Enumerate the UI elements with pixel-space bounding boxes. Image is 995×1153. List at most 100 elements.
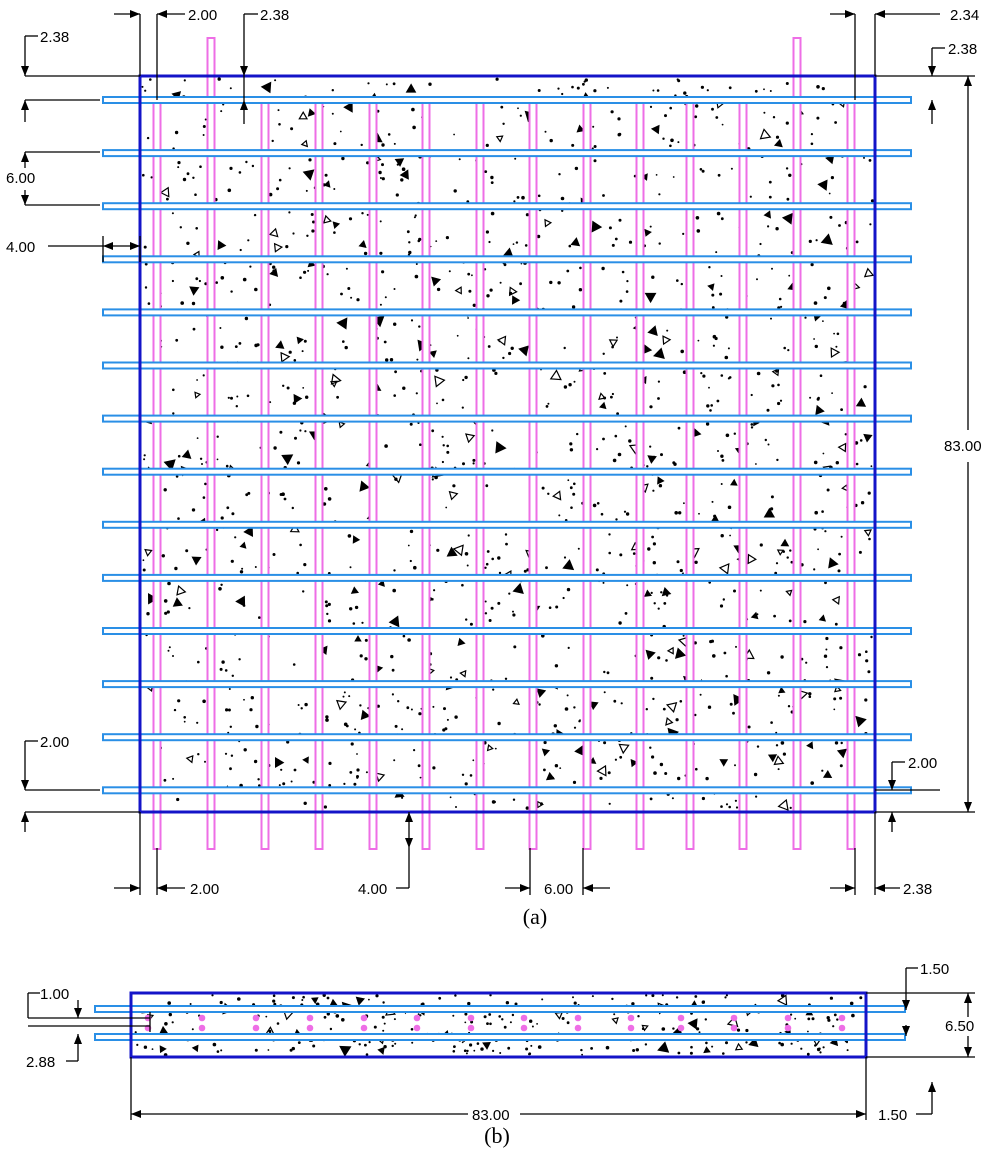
aggregate-triangle: [644, 589, 653, 597]
aggregate-dot: [825, 648, 828, 651]
aggregate-dot: [676, 78, 679, 81]
aggregate-dot: [859, 996, 863, 1000]
aggregate-dot: [408, 250, 412, 255]
aggregate-dot: [571, 85, 574, 89]
aggregate-dot: [768, 195, 772, 199]
aggregate-dot: [488, 619, 492, 622]
aggregate-dot: [811, 1017, 815, 1021]
aggregate-dot: [494, 371, 498, 375]
aggregate-dot: [736, 1028, 741, 1032]
aggregate-dot: [308, 158, 312, 162]
aggregate-dot: [498, 1015, 502, 1018]
aggregate-dot: [750, 393, 753, 397]
aggregate-dot: [363, 251, 368, 256]
aggregate-triangle: [730, 478, 738, 486]
aggregate-dot: [191, 1028, 194, 1031]
aggregate-dot: [462, 378, 465, 382]
section-bar-dot: [730, 1024, 738, 1032]
aggregate-dot: [659, 762, 664, 767]
aggregate-dot: [247, 239, 250, 242]
aggregate-dot: [220, 110, 223, 113]
aggregate-dot: [417, 239, 421, 243]
aggregate-dot: [343, 782, 346, 786]
aggregate-dot: [755, 463, 757, 465]
aggregate-dot: [381, 143, 385, 147]
aggregate-dot: [566, 694, 569, 697]
aggregate-dot: [503, 1025, 507, 1029]
aggregate-dot: [324, 173, 328, 177]
aggregate-dot: [502, 122, 505, 126]
aggregate-triangle: [778, 686, 786, 694]
aggregate-dot: [230, 754, 234, 757]
aggregate-dot: [814, 344, 818, 349]
aggregate-dot: [714, 336, 718, 341]
aggregate-dot: [469, 622, 473, 626]
section-bar-dot: [306, 1014, 314, 1022]
aggregate-dot: [827, 1018, 831, 1022]
aggregate-dot: [767, 225, 770, 228]
aggregate-dot: [675, 718, 679, 722]
aggregate-dot: [541, 486, 545, 490]
aggregate-triangle: [454, 286, 462, 295]
aggregate-triangle: [459, 669, 467, 678]
aggregate-dot: [142, 173, 145, 177]
aggregate-triangle: [508, 286, 518, 297]
aggregate-triangle: [536, 800, 545, 809]
aggregate-triangle: [687, 1018, 698, 1030]
aggregate-dot: [612, 458, 617, 463]
aggregate-dot: [558, 173, 561, 176]
aggregate-dot: [768, 180, 772, 184]
aggregate-dot: [407, 544, 410, 547]
aggregate-dot: [381, 270, 385, 274]
aggregate-dot: [803, 620, 807, 624]
aggregate-triangle: [518, 345, 529, 357]
aggregate-triangle: [355, 996, 366, 1006]
aggregate-dot: [819, 374, 823, 378]
aggregate-dot: [324, 600, 328, 604]
aggregate-dot: [505, 542, 508, 546]
aggregate-dot: [561, 92, 564, 96]
section-bar-dot: [627, 1024, 635, 1032]
aggregate-dot: [750, 423, 754, 426]
section-bar-dot: [784, 1024, 792, 1032]
aggregate-dot: [433, 589, 436, 592]
aggregate-triangle: [598, 392, 607, 400]
aggregate-triangle: [767, 754, 778, 763]
aggregate-dot: [254, 1048, 258, 1052]
aggregate-dot: [344, 345, 348, 350]
section-view-figure: 1.00 2.88 1.50 6.50 1.50 83.00 (b): [26, 961, 975, 1148]
aggregate-triangle: [189, 286, 200, 296]
aggregate-dot: [616, 412, 619, 416]
aggregate-dot: [347, 287, 351, 290]
aggregate-dot: [538, 703, 541, 706]
aggregate-dot: [833, 697, 837, 701]
aggregate-dot: [545, 405, 549, 408]
aggregate-dot: [196, 379, 199, 381]
aggregate-dot: [489, 288, 493, 292]
aggregate-dot: [163, 599, 168, 603]
aggregate-dot: [510, 346, 514, 350]
aggregate-dot: [808, 239, 812, 243]
aggregate-dot: [702, 1000, 705, 1004]
dim-section-bottom-right: 1.50: [878, 1107, 907, 1124]
aggregate-dot: [361, 212, 364, 215]
aggregate-dot: [868, 159, 872, 162]
aggregate-dot: [216, 458, 219, 461]
aggregate-dot: [220, 583, 223, 586]
aggregate-dot: [755, 795, 758, 798]
aggregate-dot: [720, 805, 723, 808]
aggregate-dot: [649, 445, 652, 448]
dim-left-spacing: 6.00: [6, 170, 35, 187]
aggregate-dot: [573, 482, 576, 486]
aggregate-triangle: [358, 240, 367, 249]
aggregate-dot: [677, 776, 681, 781]
aggregate-dot: [281, 492, 285, 497]
aggregate-dot: [469, 774, 473, 777]
dim-left-top-edge: 2.38: [40, 29, 69, 46]
aggregate-dot: [835, 461, 839, 465]
aggregate-triangle: [777, 798, 789, 811]
aggregate-dot: [537, 1045, 542, 1049]
aggregate-dot: [606, 671, 610, 675]
aggregate-dot: [840, 535, 843, 538]
aggregate-dot: [709, 409, 712, 412]
